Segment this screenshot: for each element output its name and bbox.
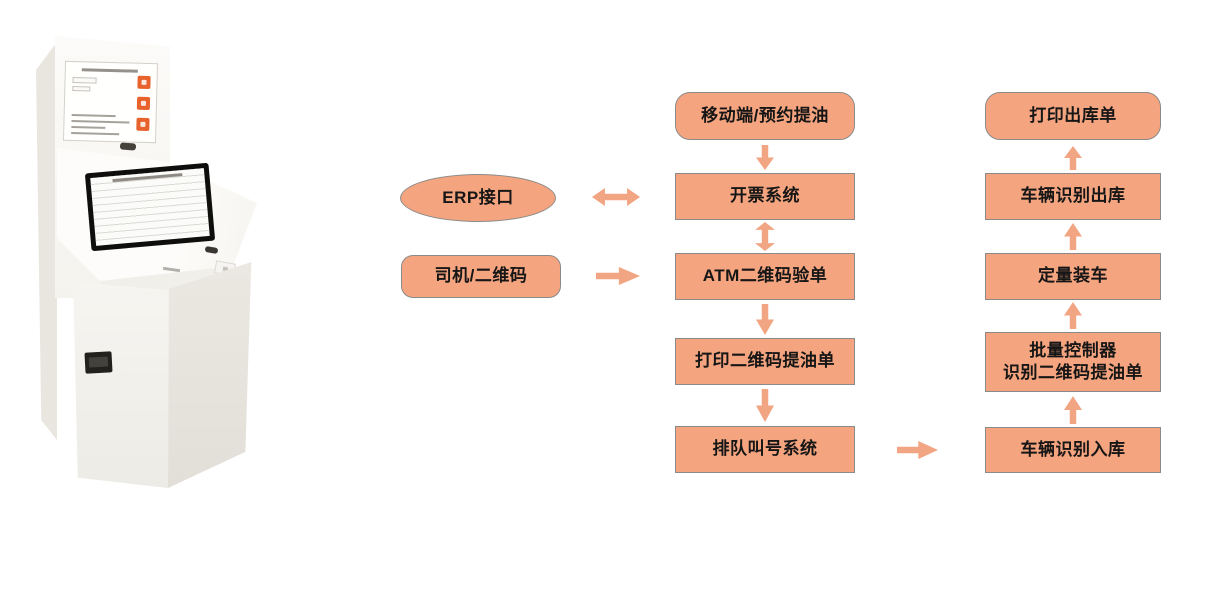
kiosk-photo (28, 20, 338, 590)
flow-node-atm-qrcode-check: ATM二维码验单 (675, 253, 855, 300)
connector-driver-atm (596, 267, 640, 285)
flow-node-vehicle-recognition-inbound: 车辆识别入库 (985, 427, 1161, 473)
connector-batch-loading (1064, 302, 1082, 329)
kiosk-display-title-bar (81, 68, 138, 73)
kiosk-touchscreen-content (90, 168, 210, 246)
flow-node-print-outbound-slip: 打印出库单 (985, 92, 1161, 140)
flow-node-invoicing-system: 开票系统 (675, 173, 855, 220)
connector-invoicing-atm-bidirectional (755, 222, 775, 251)
connector-erp-invoicing-bidirectional (592, 188, 640, 206)
flow-node-mobile-reservation: 移动端/预约提油 (675, 92, 855, 140)
kiosk-touchscreen-header (112, 173, 183, 183)
connector-mobile-invoicing (756, 145, 774, 170)
connector-loading-vehicleout (1064, 223, 1082, 250)
kiosk-display-orange-button (137, 75, 151, 90)
kiosk-display-orange-button (136, 96, 151, 111)
flow-node-vehicle-recognition-outbound: 车辆识别出库 (985, 173, 1161, 220)
kiosk-display-text-line (71, 125, 106, 129)
flow-node-print-qrcode-slip: 打印二维码提油单 (675, 338, 855, 385)
kiosk-display-text-line (71, 113, 116, 118)
flow-node-quantitative-loading: 定量装车 (985, 253, 1161, 300)
kiosk-display-orange-button (136, 117, 150, 132)
kiosk-display-text-line (71, 119, 130, 124)
kiosk-cabinet-side (168, 262, 252, 488)
flow-node-batch-controller: 批量控制器 识别二维码提油单 (985, 332, 1161, 392)
connector-vehiclein-batch (1064, 396, 1082, 424)
flow-node-erp-interface: ERP接口 (400, 174, 556, 222)
kiosk-touchscreen (84, 162, 216, 252)
connector-vehicleout-printout (1064, 146, 1082, 170)
flow-node-queue-system: 排队叫号系统 (675, 426, 855, 473)
kiosk-cabinet-front (73, 282, 169, 488)
kiosk-upper-display (62, 60, 159, 144)
flow-node-driver-qrcode: 司机/二维码 (401, 255, 561, 298)
connector-atm-print (756, 304, 774, 335)
kiosk-display-field (72, 77, 97, 84)
connector-queue-vehicle-in (897, 441, 938, 459)
kiosk-display-field (72, 85, 91, 92)
kiosk-side-edge (36, 42, 57, 440)
connector-print-queue (756, 389, 774, 422)
kiosk-cabinet-handle (84, 351, 113, 374)
kiosk-display-text-line (71, 131, 120, 136)
